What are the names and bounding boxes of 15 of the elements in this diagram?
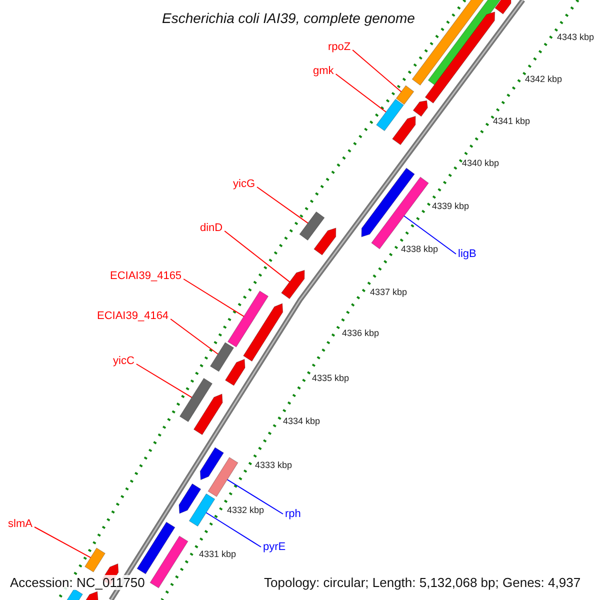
scale-label: 4334 kbp	[283, 417, 320, 426]
scale-label: 4343 kbp	[557, 33, 594, 42]
scale-label: 4341 kbp	[493, 117, 530, 126]
scale-label: 4335 kbp	[312, 374, 350, 383]
scale-label: 4331 kbp	[199, 550, 236, 559]
scale-label: 4336 kbp	[342, 329, 380, 338]
genome-stats-text: Topology: circular; Length: 5,132,068 bp; Genes: 4,937	[262, 575, 583, 590]
scale-label: 4332 kbp	[227, 506, 264, 515]
scale-label: 4338 kbp	[401, 245, 438, 254]
scale-label: 4333 kbp	[255, 461, 292, 470]
title: Escherichia coli IAI39, complete genome	[162, 10, 415, 26]
scale-label: 4340 kbp	[462, 159, 500, 168]
scale-label: 4342 kbp	[525, 75, 562, 84]
accession-text: Accession: NC_011750	[8, 575, 147, 590]
scale-label: 4337 kbp	[370, 288, 408, 297]
